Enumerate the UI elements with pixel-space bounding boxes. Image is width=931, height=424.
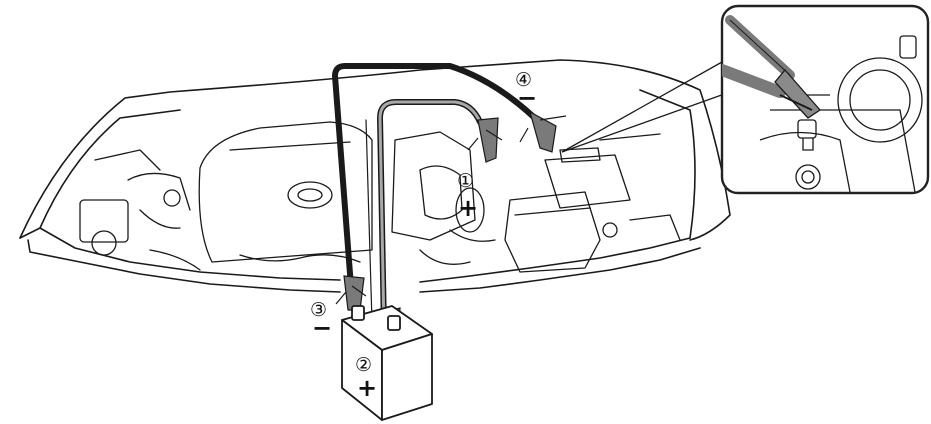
negative-sign-battery: − [312, 314, 332, 342]
negative-cable [332, 63, 548, 303]
step-2-label: ② [355, 354, 372, 376]
step-4-label: ④ [515, 69, 532, 91]
positive-sign-terminal: + [458, 194, 478, 222]
engine-bay [19, 59, 731, 293]
step-1-label: ① [457, 170, 474, 192]
positive-sign-battery: + [357, 374, 377, 402]
ground-point-inset [561, 4, 930, 195]
battery-icon [341, 305, 433, 421]
step-3-label: ③ [310, 299, 327, 321]
labels: ① + ④ − ③ − ② + [310, 69, 537, 402]
jumper-cables [332, 63, 548, 333]
jumper-clamp-icon [335, 110, 567, 345]
engine-components [79, 121, 681, 273]
negative-sign-ground: − [517, 84, 537, 112]
